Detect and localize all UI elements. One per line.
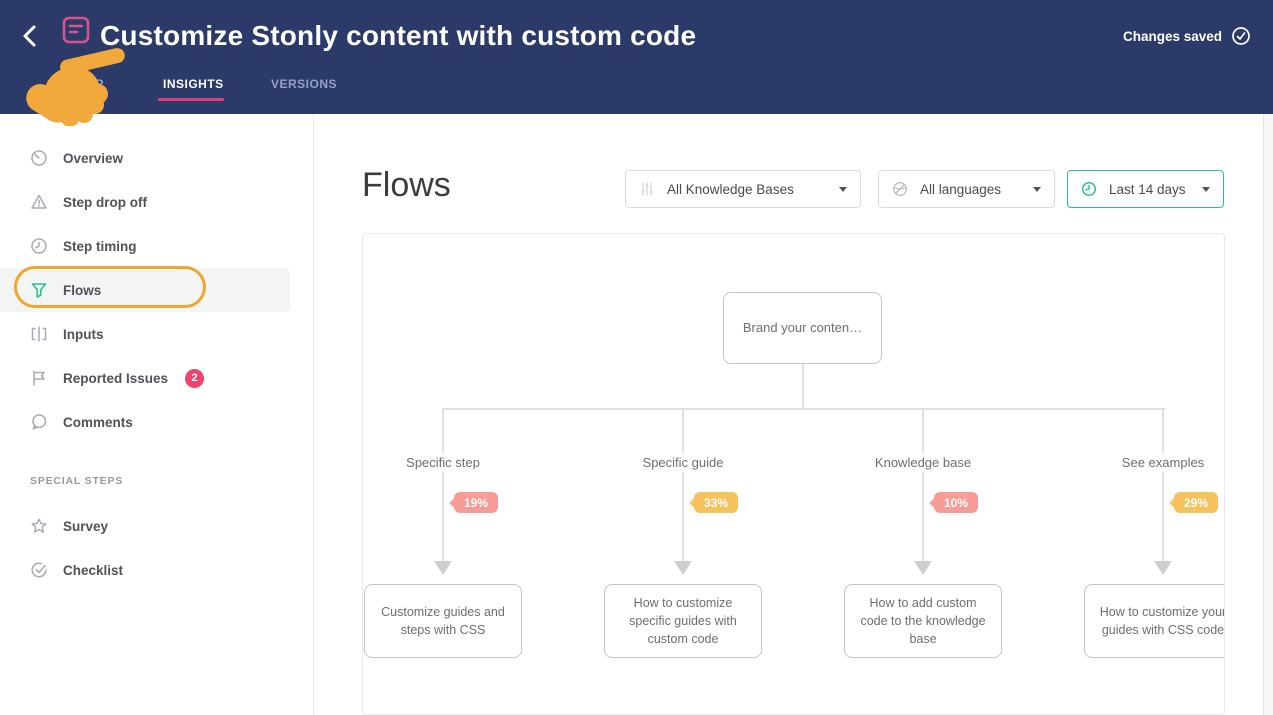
clock-icon bbox=[30, 237, 48, 255]
percent-badge: 10% bbox=[934, 492, 979, 513]
sidebar-item-label: Reported Issues bbox=[63, 370, 169, 386]
flow-leaf-node[interactable]: How to customize your guides with CSS co… bbox=[1084, 584, 1225, 658]
sidebar-item-label: Overview bbox=[63, 150, 124, 166]
flow-root-label: Brand your conten… bbox=[742, 319, 863, 335]
connector-line bbox=[802, 364, 804, 408]
flow-leaf-node[interactable]: How to customize specific guides with cu… bbox=[604, 584, 762, 658]
sidebar-item-flows[interactable]: Flows bbox=[0, 268, 290, 312]
changes-saved-status: Changes saved bbox=[1123, 26, 1251, 46]
sidebar-item-label: Flows bbox=[63, 282, 102, 298]
branch-label: Specific step bbox=[399, 453, 487, 472]
scrollbar[interactable] bbox=[1263, 114, 1273, 715]
tab-versions[interactable]: VERSIONS bbox=[271, 77, 338, 91]
globe-icon bbox=[892, 181, 908, 197]
check-circle-icon bbox=[1231, 26, 1251, 46]
branch-label: See examples bbox=[1114, 453, 1212, 472]
connector-line bbox=[442, 408, 444, 562]
comment-bubble-icon bbox=[30, 413, 48, 431]
filter-label: All Knowledge Bases bbox=[667, 181, 794, 197]
chevron-down-icon bbox=[839, 186, 847, 192]
input-brackets-icon bbox=[30, 325, 48, 343]
top-header: Customize Stonly content with custom cod… bbox=[0, 0, 1273, 114]
star-icon bbox=[30, 517, 48, 535]
page-title: Customize Stonly content with custom cod… bbox=[100, 20, 697, 51]
chevron-down-icon bbox=[1202, 186, 1210, 192]
check-circle-icon bbox=[30, 561, 48, 579]
percent-badge: 19% bbox=[454, 492, 499, 513]
sidebar-item-label: Step timing bbox=[63, 238, 137, 254]
sliders-icon bbox=[639, 181, 655, 197]
filter-label: Last 14 days bbox=[1109, 181, 1186, 197]
sidebar-item-label: Checklist bbox=[63, 562, 124, 578]
flow-leaf-node[interactable]: How to add custom code to the knowledge … bbox=[844, 584, 1002, 658]
active-tab-underline bbox=[158, 98, 224, 101]
sidebar-item-step-timing[interactable]: Step timing bbox=[0, 224, 290, 268]
flows-heading: Flows bbox=[362, 166, 451, 204]
branch-label: Knowledge base bbox=[867, 453, 979, 472]
percent-badge: 29% bbox=[1174, 492, 1219, 513]
insights-sidebar: Overview Step drop off Step timing Flows… bbox=[0, 114, 314, 715]
flow-leaf-label: How to add custom code to the knowledge … bbox=[860, 595, 986, 647]
branch-label: Specific guide bbox=[635, 453, 731, 472]
connector-line bbox=[1162, 408, 1164, 562]
issues-count-badge: 2 bbox=[185, 368, 205, 388]
sidebar-item-reported-issues[interactable]: Reported Issues 2 bbox=[0, 356, 290, 400]
sidebar-item-inputs[interactable]: Inputs bbox=[0, 312, 290, 356]
clock-icon bbox=[1081, 181, 1097, 197]
arrow-down-icon bbox=[674, 561, 692, 575]
flow-leaf-label: How to customize your guides with CSS co… bbox=[1099, 604, 1225, 637]
sidebar-item-label: Inputs bbox=[63, 326, 104, 342]
sidebar-item-checklist[interactable]: Checklist bbox=[0, 548, 290, 592]
arrow-down-icon bbox=[914, 561, 932, 575]
sidebar-item-survey[interactable]: Survey bbox=[0, 504, 290, 548]
flag-icon bbox=[30, 369, 48, 387]
sidebar-item-step-drop-off[interactable]: Step drop off bbox=[0, 180, 290, 224]
flow-leaf-label: Customize guides and steps with CSS bbox=[381, 604, 505, 637]
funnel-icon bbox=[30, 281, 48, 299]
knowledge-bases-filter[interactable]: All Knowledge Bases bbox=[625, 170, 861, 208]
flow-root-node[interactable]: Brand your conten… bbox=[723, 292, 882, 364]
filter-label: All languages bbox=[920, 181, 1002, 197]
chevron-down-icon bbox=[1033, 186, 1041, 192]
sidebar-item-label: Step drop off bbox=[63, 194, 147, 210]
special-steps-section-label: SPECIAL STEPS bbox=[30, 475, 124, 487]
guide-doc-icon bbox=[62, 16, 90, 44]
gauge-icon bbox=[30, 149, 48, 167]
connector-line bbox=[443, 408, 1165, 410]
arrow-down-icon bbox=[434, 561, 452, 575]
tab-editor-partial[interactable]: R bbox=[95, 77, 105, 91]
status-text: Changes saved bbox=[1122, 28, 1222, 44]
date-range-filter[interactable]: Last 14 days bbox=[1067, 170, 1224, 208]
sidebar-item-label: Survey bbox=[63, 518, 109, 534]
flow-leaf-node[interactable]: Customize guides and steps with CSS bbox=[364, 584, 522, 658]
sidebar-item-label: Comments bbox=[63, 414, 133, 430]
connector-line bbox=[922, 408, 924, 562]
tab-insights[interactable]: INSIGHTS bbox=[163, 77, 224, 91]
arrow-down-icon bbox=[1154, 561, 1172, 575]
languages-filter[interactable]: All languages bbox=[878, 170, 1055, 208]
warning-triangle-icon bbox=[30, 193, 48, 211]
sidebar-item-overview[interactable]: Overview bbox=[0, 136, 290, 180]
sidebar-item-comments[interactable]: Comments bbox=[0, 400, 290, 444]
percent-badge: 33% bbox=[694, 492, 739, 513]
back-icon[interactable] bbox=[18, 22, 44, 50]
flow-leaf-label: How to customize specific guides with cu… bbox=[629, 595, 737, 647]
connector-line bbox=[682, 408, 684, 562]
flows-diagram-card: Brand your conten… Specific step Specifi… bbox=[362, 233, 1225, 715]
